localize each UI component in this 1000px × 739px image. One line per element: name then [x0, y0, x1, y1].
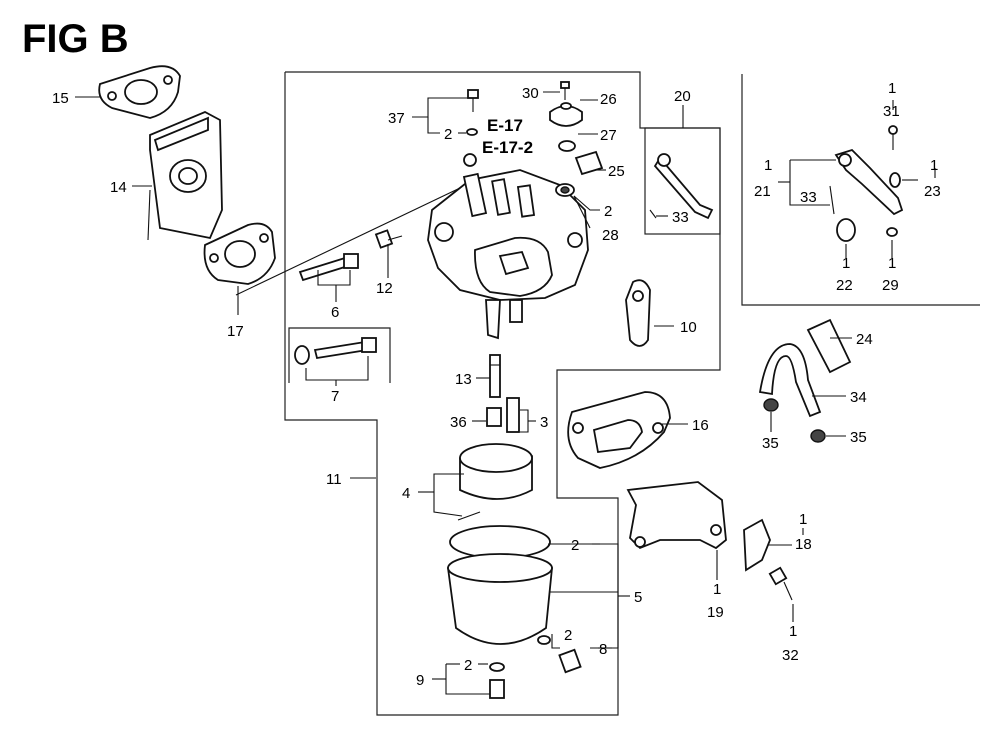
spring-25 — [574, 150, 604, 176]
callout-21: 21 — [754, 183, 771, 200]
callout-7: 7 — [331, 388, 339, 405]
spring-22 — [836, 218, 856, 242]
washer-29 — [886, 227, 898, 237]
screw-6 — [298, 253, 359, 282]
clamp-35b — [810, 429, 826, 443]
float-4 — [457, 443, 533, 521]
clip-10 — [625, 279, 651, 347]
float-bowl-5 — [447, 553, 553, 645]
callout-29-qty: 1 — [888, 255, 896, 272]
nozzle-13 — [489, 354, 501, 398]
callout-2a: 2 — [444, 126, 452, 143]
ring-27 — [558, 140, 576, 152]
spring-33b — [829, 185, 835, 215]
callout-18-qty: 1 — [799, 511, 807, 528]
callout-32-qty: 1 — [789, 623, 797, 640]
callout-13: 13 — [455, 371, 472, 388]
callout-3: 3 — [540, 414, 548, 431]
callout-28: 28 — [602, 227, 619, 244]
callout-2e: 2 — [464, 657, 472, 674]
callout-26: 26 — [600, 91, 617, 108]
callout-33b: 33 — [800, 189, 817, 206]
screw-12 — [374, 229, 403, 249]
insulator-14 — [147, 111, 223, 241]
callout-32: 32 — [782, 647, 799, 664]
screw-30 — [560, 81, 570, 100]
screw-32 — [768, 566, 793, 601]
callout-8: 8 — [599, 641, 607, 658]
seal-28 — [555, 183, 575, 197]
callout-15: 15 — [52, 90, 69, 107]
callout-30: 30 — [522, 85, 539, 102]
callout-6: 6 — [331, 304, 339, 321]
callout-21-qty: 1 — [764, 157, 772, 174]
callout-31: 31 — [883, 103, 900, 120]
bolt-9 — [489, 662, 505, 699]
pilot-screw-7 — [294, 337, 377, 365]
callout-2d: 2 — [564, 627, 572, 644]
tube-24 — [806, 318, 852, 374]
carburetor-body — [427, 153, 589, 340]
callout-31-qty: 1 — [888, 80, 896, 97]
ref-e17: E-17 — [487, 116, 523, 135]
callout-labels: 15 14 17 37 2 E-17 E-17-2 30 26 27 25 2 … — [52, 80, 941, 689]
callout-18: 18 — [795, 536, 812, 553]
clamp-35a — [763, 398, 779, 412]
callout-20: 20 — [674, 88, 691, 105]
gasket-16 — [567, 391, 671, 469]
tube-34 — [758, 343, 822, 418]
callout-24: 24 — [856, 331, 873, 348]
lever-20 — [649, 153, 714, 220]
callout-29: 29 — [882, 277, 899, 294]
gasket-17 — [203, 222, 276, 285]
ref-e17-2: E-17-2 — [482, 138, 533, 157]
callout-12: 12 — [376, 280, 393, 297]
choke-lever-box — [741, 74, 980, 306]
figure-title: FIG B — [22, 17, 129, 61]
callout-9: 9 — [416, 672, 424, 689]
callout-2c: 2 — [571, 537, 579, 554]
jet-36 — [486, 407, 502, 427]
callout-27: 27 — [600, 127, 617, 144]
callout-35b: 35 — [850, 429, 867, 446]
carburetor-assembly-box — [284, 71, 721, 716]
callout-22-qty: 1 — [842, 255, 850, 272]
callout-11: 11 — [326, 471, 342, 488]
callout-19-qty: 1 — [713, 581, 721, 598]
callout-23-qty: 1 — [930, 157, 938, 174]
callout-33a: 33 — [672, 209, 689, 226]
callout-35a: 35 — [762, 435, 779, 452]
callout-34: 34 — [850, 389, 867, 406]
callout-16: 16 — [692, 417, 709, 434]
bracket-19 — [626, 481, 727, 550]
choke-lever-21 — [834, 148, 904, 216]
callout-2b: 2 — [604, 203, 612, 220]
screw-37 — [466, 89, 479, 136]
callout-22: 22 — [836, 277, 853, 294]
callout-10: 10 — [680, 319, 697, 336]
clip-23 — [889, 172, 901, 188]
callout-36: 36 — [450, 414, 467, 431]
cap-26 — [549, 102, 583, 127]
leader-lines — [75, 91, 936, 695]
callout-23: 23 — [924, 183, 941, 200]
gasket-15 — [98, 65, 181, 119]
callout-37: 37 — [388, 110, 405, 127]
screw-31 — [888, 125, 898, 150]
callout-19: 19 — [707, 604, 724, 621]
needle-3 — [506, 397, 520, 433]
callout-14: 14 — [110, 179, 127, 196]
clamp-18 — [743, 518, 771, 572]
drain-screw-8 — [537, 635, 582, 674]
callout-25: 25 — [608, 163, 625, 180]
callout-17: 17 — [227, 323, 244, 340]
screw-set-box — [288, 327, 391, 383]
callout-5: 5 — [634, 589, 642, 606]
callout-4: 4 — [402, 485, 410, 502]
